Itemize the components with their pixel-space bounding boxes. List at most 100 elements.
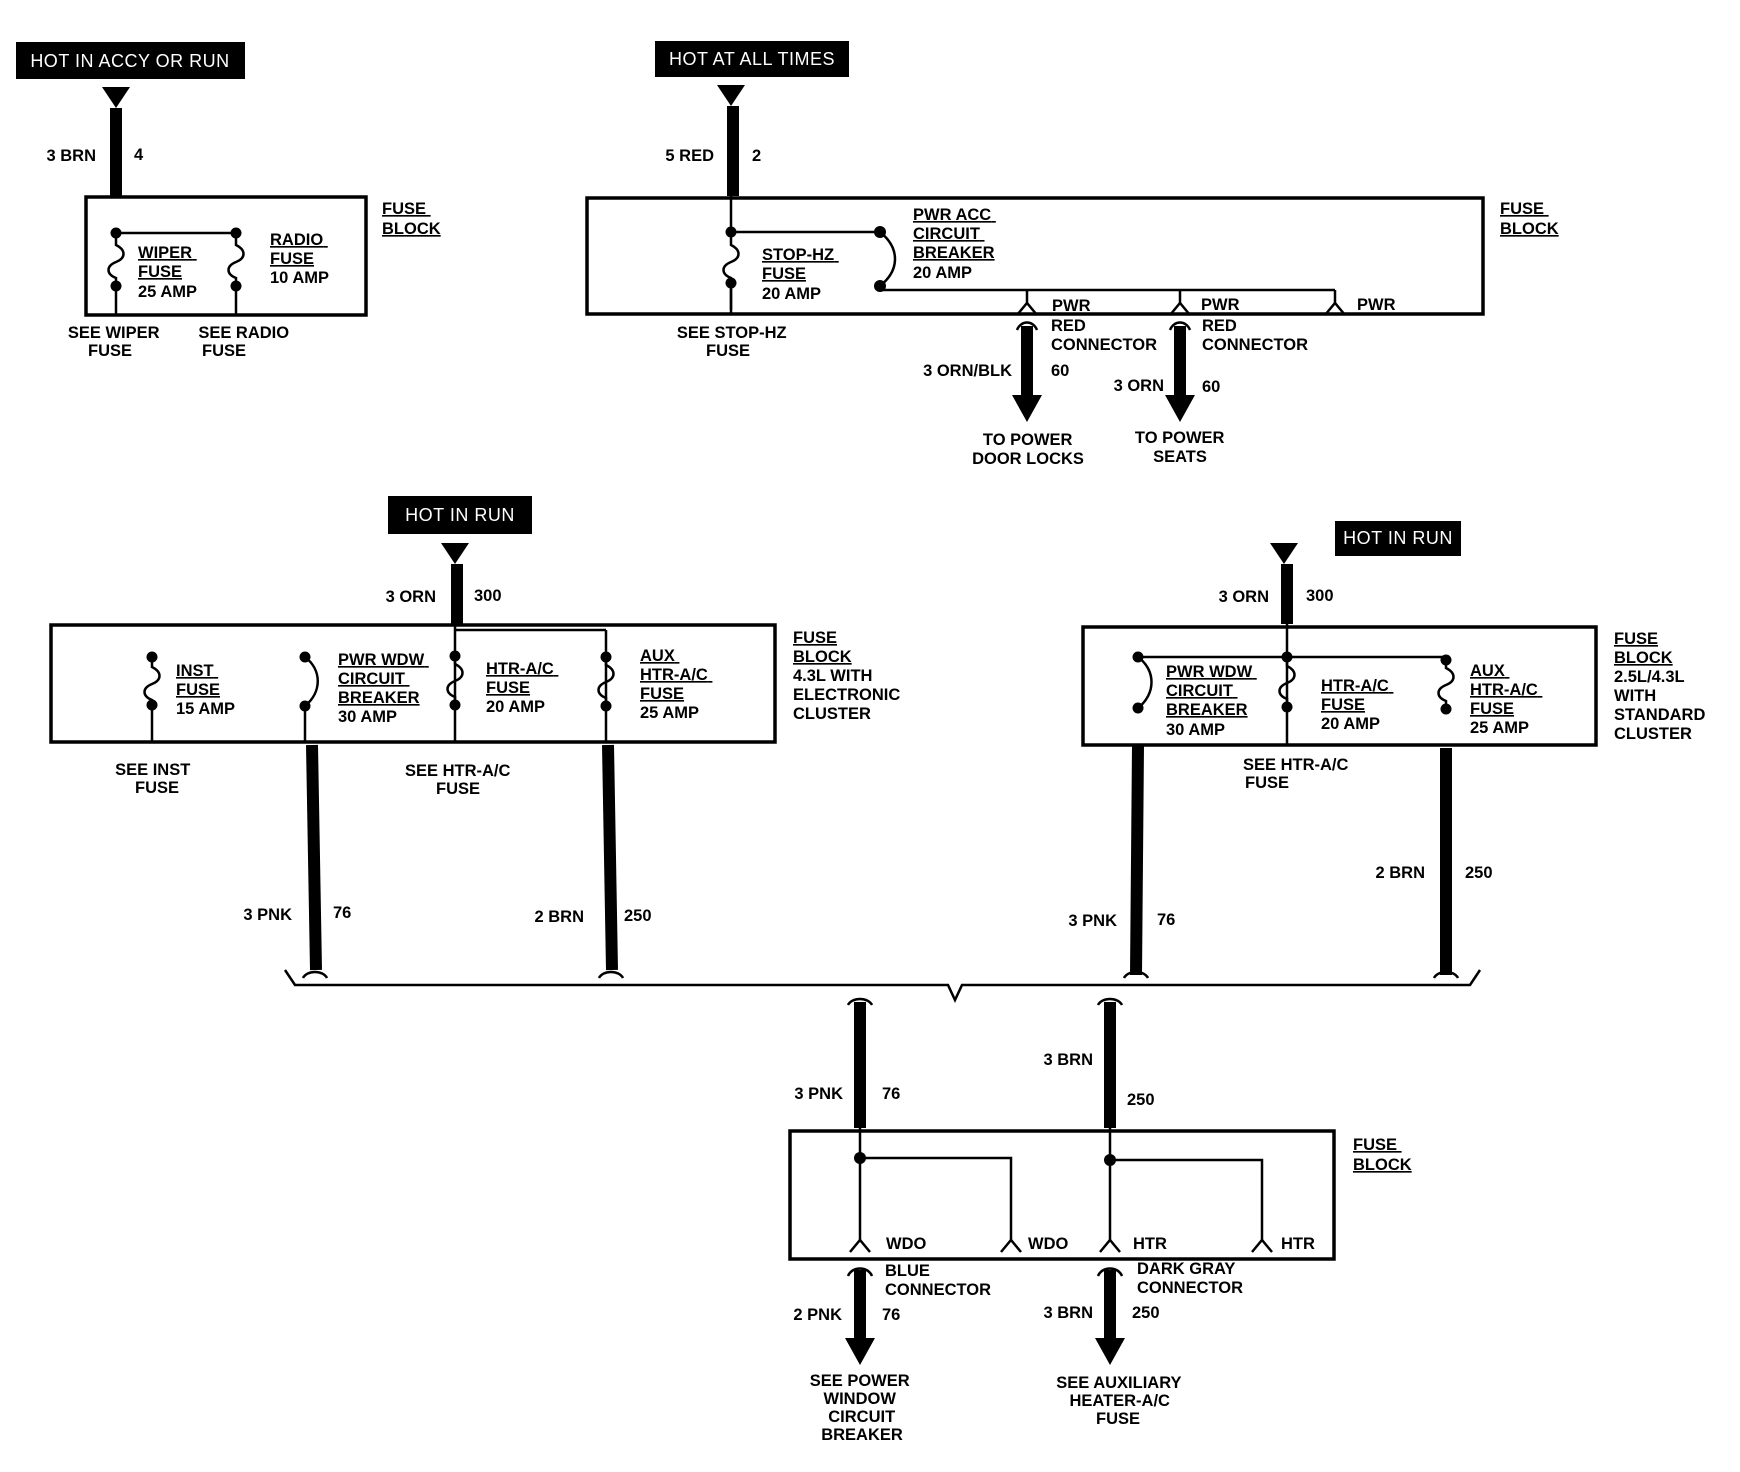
fuse-block-e — [788, 1129, 1336, 1261]
htr-ac-fuse-icon — [1278, 657, 1296, 707]
wire-size-label: 3 PNK — [243, 906, 292, 924]
hot-label-run-left — [388, 496, 532, 534]
wire-size-label: 2 PNK — [793, 1306, 842, 1324]
connector-pin-icon — [1324, 301, 1346, 316]
inst-fuse-label: INST FUSE — [176, 662, 220, 699]
block-a: HOT IN ACCY OR RUN 3 BRN 4 FUSE BLOCK WI… — [16, 42, 441, 360]
circuit-number-label: 250 — [1465, 864, 1493, 882]
see-wiper-fuse: SEE WIPER FUSE — [68, 324, 164, 360]
output-arrow-icon — [1012, 395, 1042, 422]
pnk-output-wire — [1130, 744, 1144, 976]
aux-htr-ac-fuse-icon — [597, 657, 615, 706]
htr-label-2: HTR — [1281, 1235, 1315, 1253]
feed-arrow-icon — [717, 85, 745, 106]
feed-arrow-icon — [102, 87, 130, 108]
aux-htr-ac-fuse-label: AUX HTR-A/C FUSE — [640, 647, 712, 703]
to-power-door-locks: TO POWER DOOR LOCKS — [972, 431, 1084, 468]
circuit-number-label: 2 — [752, 147, 761, 165]
feed-arrow-icon — [1270, 543, 1298, 564]
circuit-number-label: 300 — [1306, 587, 1334, 605]
fuse-block-label: FUSE BLOCK — [1353, 1136, 1412, 1174]
wire-size-label: 3 BRN — [1043, 1304, 1093, 1322]
wire-size-label: 2 BRN — [1375, 864, 1425, 882]
pwr-acc-breaker-amp: 20 AMP — [913, 264, 972, 282]
wdo-label-1: WDO — [886, 1235, 926, 1253]
pwr-wdw-breaker-label: PWR WDW CIRCUIT BREAKER — [338, 651, 429, 707]
inst-fuse-amp: 15 AMP — [176, 700, 235, 718]
wiper-fuse-amp: 25 AMP — [138, 283, 197, 301]
circuit-number-label: 4 — [134, 146, 144, 164]
hot-label-accy-run-text: HOT IN ACCY OR RUN — [30, 51, 229, 71]
htr-ac-fuse-icon — [446, 656, 464, 705]
block-d: HOT IN RUN 3 ORN 300 FUSE BLOCK 2.5L/4.3… — [1068, 521, 1710, 976]
aux-htr-ac-fuse-amp: 25 AMP — [640, 704, 699, 722]
fuse-block-label: FUSE BLOCK 4.3L WITH ELECTRONIC CLUSTER — [793, 629, 905, 723]
see-stop-hz-fuse: SEE STOP-HZ FUSE — [677, 324, 791, 360]
pwr-acc-breaker-label: PWR ACC CIRCUIT BREAKER — [913, 206, 996, 262]
circuit-number-label: 76 — [882, 1306, 900, 1324]
pwr-wdw-breaker-amp: 30 AMP — [338, 708, 397, 726]
block-e: 3 PNK 76 3 BRN 250 FUSE BLOCK WDO WDO HT… — [788, 997, 1412, 1444]
hot-label-run-right-text: HOT IN RUN — [1343, 528, 1453, 548]
aux-htr-ac-fuse-amp: 25 AMP — [1470, 719, 1529, 737]
connector-socket-icon — [1168, 321, 1192, 331]
connector-pin-icon — [1016, 301, 1038, 316]
feed-arrow-icon — [441, 543, 469, 564]
hot-label-all-times-text: HOT AT ALL TIMES — [669, 49, 835, 69]
see-htr-ac-fuse: SEE HTR-A/C FUSE — [1243, 756, 1353, 792]
see-htr-ac-fuse: SEE HTR-A/C FUSE — [405, 762, 515, 798]
aux-htr-ac-fuse-icon — [1437, 660, 1455, 709]
pwr-wdw-breaker-label: PWR WDW CIRCUIT BREAKER — [1166, 663, 1257, 719]
wiper-fuse-icon — [107, 233, 125, 290]
aux-htr-ac-fuse-label: AUX HTR-A/C FUSE — [1470, 662, 1542, 718]
fuse-block-label: FUSE BLOCK — [382, 200, 441, 238]
fuse-block-label: FUSE BLOCK 2.5L/4.3L WITH STANDARD CLUST… — [1614, 630, 1710, 743]
connector-socket-icon — [1096, 1267, 1124, 1277]
radio-fuse-label: RADIO FUSE — [270, 231, 328, 268]
block-b: HOT AT ALL TIMES 5 RED 2 FUSE BLOCK STOP… — [585, 41, 1559, 468]
pnk-output-wire — [306, 744, 322, 971]
fuse-block-b — [585, 196, 1485, 316]
output-arrow-icon — [1165, 395, 1195, 422]
htr-ac-fuse-amp: 20 AMP — [486, 698, 545, 716]
wire-size-label: 3 ORN — [1114, 377, 1164, 395]
circuit-number-label: 76 — [1157, 911, 1175, 929]
wiper-fuse-label: WIPER FUSE — [138, 244, 197, 281]
connector-socket-icon — [846, 1267, 874, 1277]
circuit-breaker-icon — [304, 656, 319, 707]
circuit-number-label: 250 — [1132, 1304, 1160, 1322]
output-arrow-icon — [1095, 1338, 1125, 1365]
pwr-label-1: PWR — [1052, 297, 1091, 315]
red-connector-label-1: RED CONNECTOR — [1051, 317, 1157, 354]
connector-pin-icon — [849, 1238, 871, 1253]
stop-hz-fuse-amp: 20 AMP — [762, 285, 821, 303]
output-arrow-icon — [845, 1338, 875, 1365]
wire-size-label: 2 BRN — [534, 908, 584, 926]
fuse-block-label: FUSE BLOCK — [1500, 200, 1559, 238]
connector-pin-icon — [1169, 301, 1191, 316]
to-power-seats: TO POWER SEATS — [1135, 429, 1229, 466]
connector-pin-icon — [1099, 1238, 1121, 1253]
wire-size-label: 3 ORN — [386, 588, 436, 606]
wire-size-label: 3 BRN — [1043, 1051, 1093, 1069]
hot-label-all-times — [655, 41, 849, 77]
wdo-label-2: WDO — [1028, 1235, 1068, 1253]
circuit-number-label: 250 — [624, 907, 652, 925]
hot-label-run-right — [1335, 521, 1461, 556]
htr-label-1: HTR — [1133, 1235, 1167, 1253]
fuse-block-d — [1081, 625, 1598, 747]
connector-pin-icon — [1000, 1238, 1022, 1253]
blue-connector-label: BLUE CONNECTOR — [885, 1262, 991, 1299]
htr-ac-fuse-amp: 20 AMP — [1321, 715, 1380, 733]
fuse-block-c — [49, 623, 777, 744]
dark-gray-connector-label: DARK GRAY CONNECTOR — [1137, 1260, 1243, 1297]
see-auxiliary-heater-fuse: SEE AUXILIARY HEATER-A/C FUSE — [1056, 1374, 1186, 1428]
wire-size-label: 3 PNK — [1068, 912, 1117, 930]
fuse-block-a — [84, 195, 368, 317]
stop-hz-fuse-label: STOP-HZ FUSE — [762, 246, 839, 283]
circuit-breaker-icon — [1137, 655, 1153, 709]
inst-fuse-icon — [143, 657, 161, 705]
radio-fuse-icon — [227, 233, 245, 290]
circuit-number-label: 60 — [1202, 378, 1220, 396]
